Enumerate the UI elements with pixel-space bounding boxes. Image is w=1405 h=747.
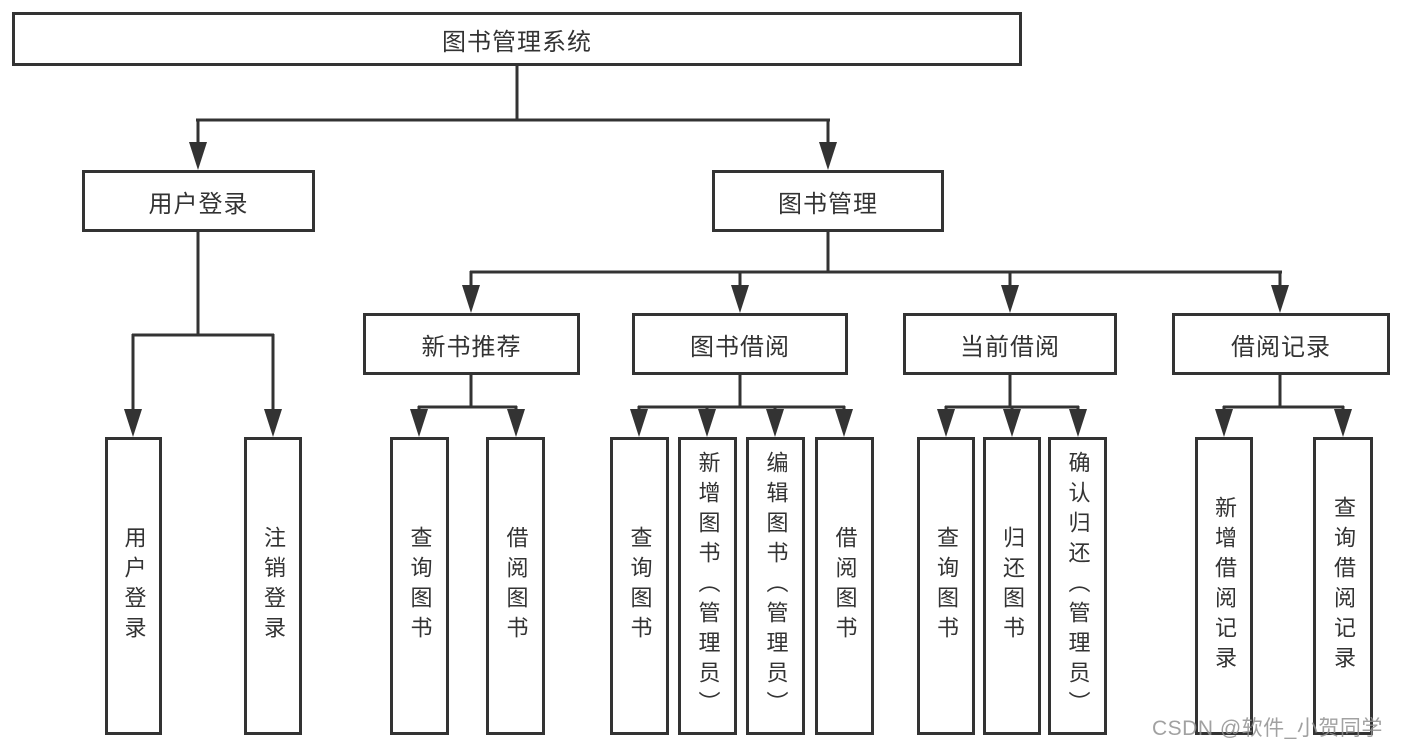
leaf-edit-books-admin: 编辑图书（管理员） (746, 437, 805, 735)
leaf-return-books: 归还图书 (983, 437, 1041, 735)
leaf-recommend-query-books: 查询图书 (390, 437, 449, 735)
leaf-borrow-query-books: 查询图书 (610, 437, 669, 735)
leaf-current-query-books-label: 查询图书 (934, 526, 959, 646)
node-new-book-recommend-label: 新书推荐 (421, 333, 522, 361)
leaf-borrow-books: 借阅图书 (815, 437, 874, 735)
node-user-login-label: 用户登录 (148, 190, 249, 218)
leaf-return-books-label: 归还图书 (1000, 526, 1025, 646)
leaf-edit-books-admin-label: 编辑图书（管理员） (763, 451, 789, 721)
node-book-borrow: 图书借阅 (632, 313, 848, 375)
leaf-confirm-return-admin-label: 确认归还（管理员） (1065, 451, 1091, 721)
leaf-current-query-books: 查询图书 (917, 437, 975, 735)
connector-user-login-to-leaves (124, 232, 282, 437)
leaf-query-borrow-record-label: 查询借阅记录 (1331, 496, 1356, 676)
leaf-logout-label: 注销登录 (261, 526, 286, 646)
connector-new-book-to-leaves (410, 375, 525, 437)
leaf-recommend-borrow-books-label: 借阅图书 (503, 526, 529, 646)
leaf-recommend-borrow-books: 借阅图书 (486, 437, 545, 735)
watermark: CSDN @软件_小贺同学 (1152, 717, 1383, 740)
leaf-user-login: 用户登录 (105, 437, 162, 735)
leaf-add-books-admin: 新增图书（管理员） (678, 437, 737, 735)
node-book-management-label: 图书管理 (778, 190, 878, 218)
leaf-logout: 注销登录 (244, 437, 302, 735)
node-book-borrow-label: 图书借阅 (690, 333, 790, 361)
connector-book-borrow-to-leaves (630, 375, 853, 437)
connector-book-management-to-level3 (462, 232, 1289, 313)
node-user-login: 用户登录 (82, 170, 315, 232)
connector-root-to-level2 (189, 66, 837, 170)
node-current-borrow-label: 当前借阅 (960, 333, 1060, 361)
leaf-confirm-return-admin: 确认归还（管理员） (1048, 437, 1107, 735)
node-borrow-records-label: 借阅记录 (1231, 333, 1331, 361)
leaf-add-borrow-record: 新增借阅记录 (1195, 437, 1253, 735)
node-borrow-records: 借阅记录 (1172, 313, 1390, 375)
leaf-add-books-admin-label: 新增图书（管理员） (695, 451, 721, 721)
leaf-borrow-books-label: 借阅图书 (832, 526, 858, 646)
node-root-system-label: 图书管理系统 (442, 28, 592, 56)
node-current-borrow: 当前借阅 (903, 313, 1117, 375)
node-new-book-recommend: 新书推荐 (363, 313, 580, 375)
leaf-user-login-label: 用户登录 (121, 526, 147, 646)
connector-current-borrow-to-leaves (937, 375, 1087, 437)
connector-borrow-records-to-leaves (1215, 375, 1352, 437)
node-book-management: 图书管理 (712, 170, 944, 232)
node-root-system: 图书管理系统 (12, 12, 1022, 66)
leaf-borrow-query-books-label: 查询图书 (627, 526, 653, 646)
leaf-add-borrow-record-label: 新增借阅记录 (1212, 496, 1237, 676)
leaf-recommend-query-books-label: 查询图书 (407, 526, 433, 646)
leaf-query-borrow-record: 查询借阅记录 (1313, 437, 1373, 735)
